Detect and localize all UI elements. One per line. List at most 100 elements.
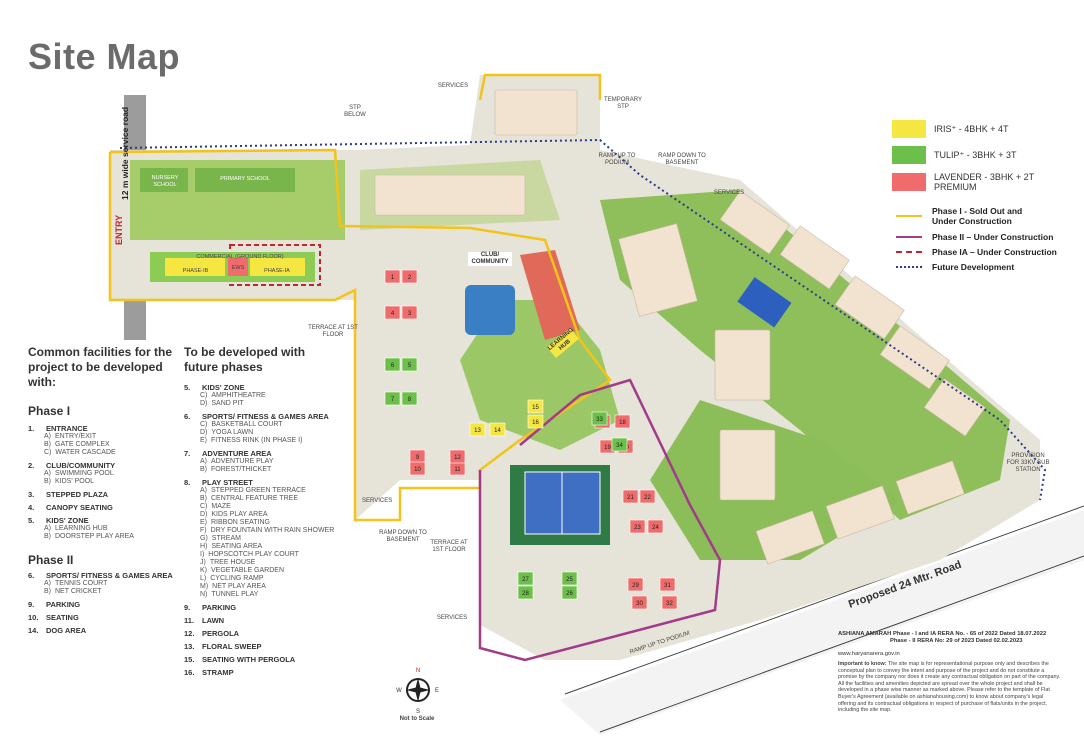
facility-number: 12. xyxy=(184,629,195,638)
phase2-title: Phase II xyxy=(28,553,74,567)
tower-13 xyxy=(469,422,486,437)
facility-subitem-label: NET PLAY AREA xyxy=(212,583,266,590)
label-ramp-down-basement-2: RAMP DOWN TO BASEMENT xyxy=(379,530,427,543)
tower-label-32: 32 xyxy=(666,601,673,607)
facility-subitem-label: TUNNEL PLAY xyxy=(211,591,259,598)
tower-26 xyxy=(561,585,578,600)
facility-subitem-letter: b) xyxy=(200,466,207,473)
facility-subitem-label: VEGETABLE GARDEN xyxy=(211,567,285,574)
tower-22 xyxy=(639,489,656,504)
tower-2 xyxy=(401,269,418,284)
facility-subitem-letter: b) xyxy=(44,441,51,448)
facilities-phase1-column: Common facilities for the project to be … xyxy=(28,345,178,635)
tower-label-15: 15 xyxy=(532,405,539,411)
tower-label-22: 22 xyxy=(644,495,651,501)
facility-number: 11. xyxy=(184,616,195,625)
facility-subitem-label: SEATING AREA xyxy=(211,543,263,550)
facility-subitem: b) GATE COMPLEX xyxy=(28,441,178,449)
tower-label-18: 18 xyxy=(619,420,626,426)
facility-subitem-letter: n) xyxy=(200,591,208,598)
lavender-swatch xyxy=(892,173,926,191)
facility-subitem-label: NET CRICKET xyxy=(55,588,102,595)
rera-website[interactable]: www.haryanarera.gov.in xyxy=(838,651,900,657)
facility-subitem: a)SWIMMING POOL xyxy=(28,470,178,478)
facility-subitem: b)NET CRICKET xyxy=(28,588,178,596)
phase1-list: 1.ENTRANCEa)ENTRY/EXITb)GATE COMPLEXc)WA… xyxy=(28,424,178,541)
facility-subitem-letter: d) xyxy=(200,511,208,518)
facility-subitem: b)FOREST/THICKET xyxy=(184,466,344,474)
facility-item: 4.CANOPY SEATING xyxy=(28,503,178,512)
tower-label-10: 10 xyxy=(414,467,421,473)
tower-10 xyxy=(409,461,426,476)
primary-school xyxy=(195,168,295,192)
tower-label-4: 4 xyxy=(391,311,395,317)
tower-label-34: 34 xyxy=(616,443,623,449)
tower-25 xyxy=(561,571,578,586)
facility-subitem: a)ADVENTURE PLAY xyxy=(184,458,344,466)
facility-subitem: c)AMPHITHEATRE xyxy=(184,392,344,400)
facility-subitem-label: ADVENTURE PLAY xyxy=(211,458,274,465)
phase1-title: Phase I xyxy=(28,404,71,418)
disclaimer-text: Important to know: The site map is for r… xyxy=(838,661,1062,714)
facility-subitem: e)FITNESS RINK (In Phase I) xyxy=(184,437,344,445)
facility-title: KIDS' ZONE xyxy=(202,383,245,392)
facility-subitem-letter: e) xyxy=(200,519,207,526)
facility-subitem-label: SAND PIT xyxy=(211,400,244,407)
legend-phase2-label: Phase II – Under Construction xyxy=(932,232,1054,242)
facility-subitem-letter: i) xyxy=(200,551,205,558)
facilities-heading: Common facilities for the project to be … xyxy=(28,345,173,389)
facility-subitem-label: DOORSTEP PLAY AREA xyxy=(55,533,134,540)
tower-3 xyxy=(401,305,418,320)
tower-21 xyxy=(622,489,639,504)
facility-item: 7.ADVENTURE AREA xyxy=(184,449,344,458)
facility-item: 16. STRAMP xyxy=(184,668,344,677)
facility-subitem: c)WATER CASCADE xyxy=(28,449,178,457)
tower-label-31: 31 xyxy=(664,583,671,589)
tower-label-3: 3 xyxy=(408,311,412,317)
facility-title: STRAMP xyxy=(202,668,234,677)
facility-number: 4. xyxy=(28,503,35,512)
facility-item: 14.DOG AREA xyxy=(28,626,178,635)
tower-24 xyxy=(647,519,664,534)
facility-subitem-letter: e) xyxy=(200,437,207,444)
facility-subitem: b)DOORSTEP PLAY AREA xyxy=(28,533,178,541)
legend-tulip-label: TULIP⁺ - 3BHK + 3T xyxy=(934,149,1017,160)
facility-subitem: j)TREE HOUSE xyxy=(184,559,344,567)
facility-subitem-letter: a) xyxy=(44,580,51,587)
tower-label-28: 28 xyxy=(522,591,529,597)
facility-number: 2. xyxy=(28,461,35,470)
facility-subitem: f)DRY FOUNTAIN WITH RAIN SHOWER xyxy=(184,527,344,535)
facility-subitem: e)RIBBON SEATING xyxy=(184,519,344,527)
facility-subitem-label: HOPSCOTCH PLAY COURT xyxy=(208,551,299,558)
facility-subitem: d)SAND PIT xyxy=(184,400,344,408)
facility-item: 12. PERGOLA xyxy=(184,629,344,638)
facility-subitem-letter: k) xyxy=(200,567,207,574)
rera-block: ASHIANA AMARAH Phase - I and IA RERA No.… xyxy=(838,631,1070,714)
legend-tulip: TULIP⁺ - 3BHK + 3T xyxy=(892,146,1017,164)
tower-label-2: 2 xyxy=(408,275,412,281)
facility-subitem: d)YOGA LAWN xyxy=(184,429,344,437)
buildings xyxy=(374,89,986,565)
facility-number: 14. xyxy=(28,626,39,635)
facility-number: 16. xyxy=(184,668,195,677)
tower-label-25: 25 xyxy=(566,577,573,583)
facility-title: PERGOLA xyxy=(202,629,240,638)
facility-subitem-label: CYCLING RAMP xyxy=(210,575,264,582)
tower-31 xyxy=(659,577,676,592)
legend-future: Future Development xyxy=(896,262,1014,272)
tower-label-7: 7 xyxy=(391,397,395,403)
facility-subitem-letter: c) xyxy=(44,449,52,456)
facility-subitem: a)STEPPED GREEN TERRACE xyxy=(184,487,344,495)
facility-number: 9. xyxy=(184,603,191,612)
tower-label-13: 13 xyxy=(474,428,481,434)
facility-subitem-letter: h) xyxy=(200,543,208,550)
label-provision: PROVISION FOR 33KV SUB STATION xyxy=(1006,453,1050,473)
facility-subitem: h)SEATING AREA xyxy=(184,543,344,551)
label-ramp-up-podium: RAMP UP TO PODIUM xyxy=(598,153,636,166)
rera-line1: ASHIANA AMARAH Phase - I and IA RERA No.… xyxy=(838,631,1047,637)
facility-subitem-label: GATE COMPLEX xyxy=(55,441,110,448)
facility-subitem-letter: c) xyxy=(200,392,208,399)
tower-label-24: 24 xyxy=(652,525,659,531)
